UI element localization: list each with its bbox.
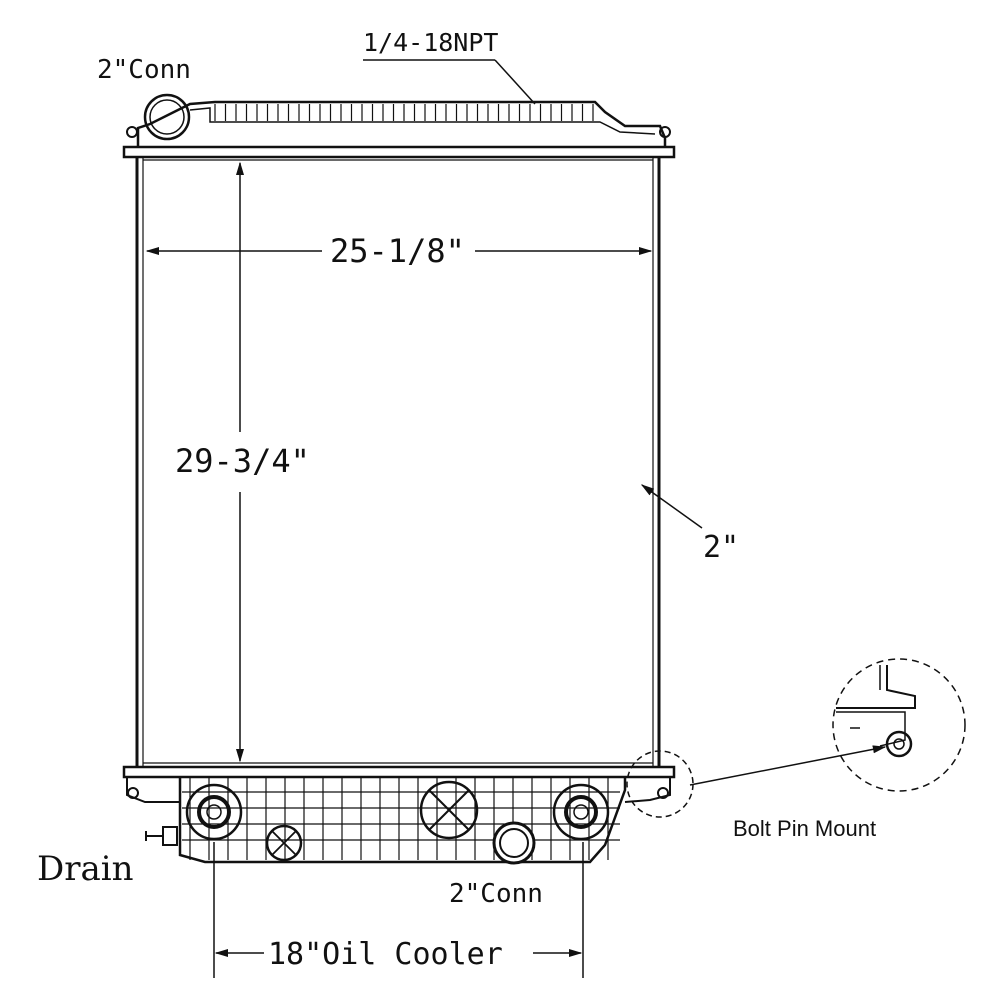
- bolt-pin-eye: [885, 730, 913, 758]
- width-label: 25-1/8": [330, 232, 465, 270]
- top-tank: [122, 93, 676, 159]
- top-header-plate: [122, 145, 676, 159]
- radiator-core: [135, 157, 661, 767]
- small-boss: [265, 824, 303, 862]
- thickness-label: 2": [703, 530, 739, 565]
- bottom-right-tab: [657, 787, 669, 799]
- bottom-tank-outline: [178, 777, 627, 864]
- oil-cooler-label: 18"Oil Cooler: [268, 937, 503, 972]
- npt-leader: [363, 59, 536, 105]
- drain-fitting: [162, 826, 178, 846]
- center-boss: [419, 780, 479, 840]
- bottom-connection-label: 2"Conn: [449, 879, 543, 909]
- drain-label: Drain: [37, 849, 134, 889]
- top-connection-label: 2"Conn: [97, 55, 191, 85]
- npt-label: 1/4-18NPT: [363, 28, 498, 57]
- top-inlet-inner: [149, 99, 185, 135]
- bottom-tank: [122, 765, 676, 865]
- oil-cooler-port-left: [185, 783, 243, 841]
- height-label: 29-3/4": [175, 442, 310, 480]
- dimension-thickness: [640, 484, 703, 529]
- top-tank-outline: [136, 100, 667, 147]
- top-tank-ribs: [214, 104, 594, 121]
- oil-cooler-port-right: [552, 783, 610, 841]
- bolt-pin-detail-circle: [832, 658, 966, 792]
- bottom-header-plate: [122, 765, 676, 779]
- bolt-pin-mount-label: Bolt Pin Mount: [733, 816, 876, 841]
- top-left-tab: [126, 126, 138, 138]
- top-inlet-connection: [143, 93, 191, 141]
- dimension-oil-cooler: [213, 842, 584, 978]
- bolt-pin-detail: [626, 658, 966, 818]
